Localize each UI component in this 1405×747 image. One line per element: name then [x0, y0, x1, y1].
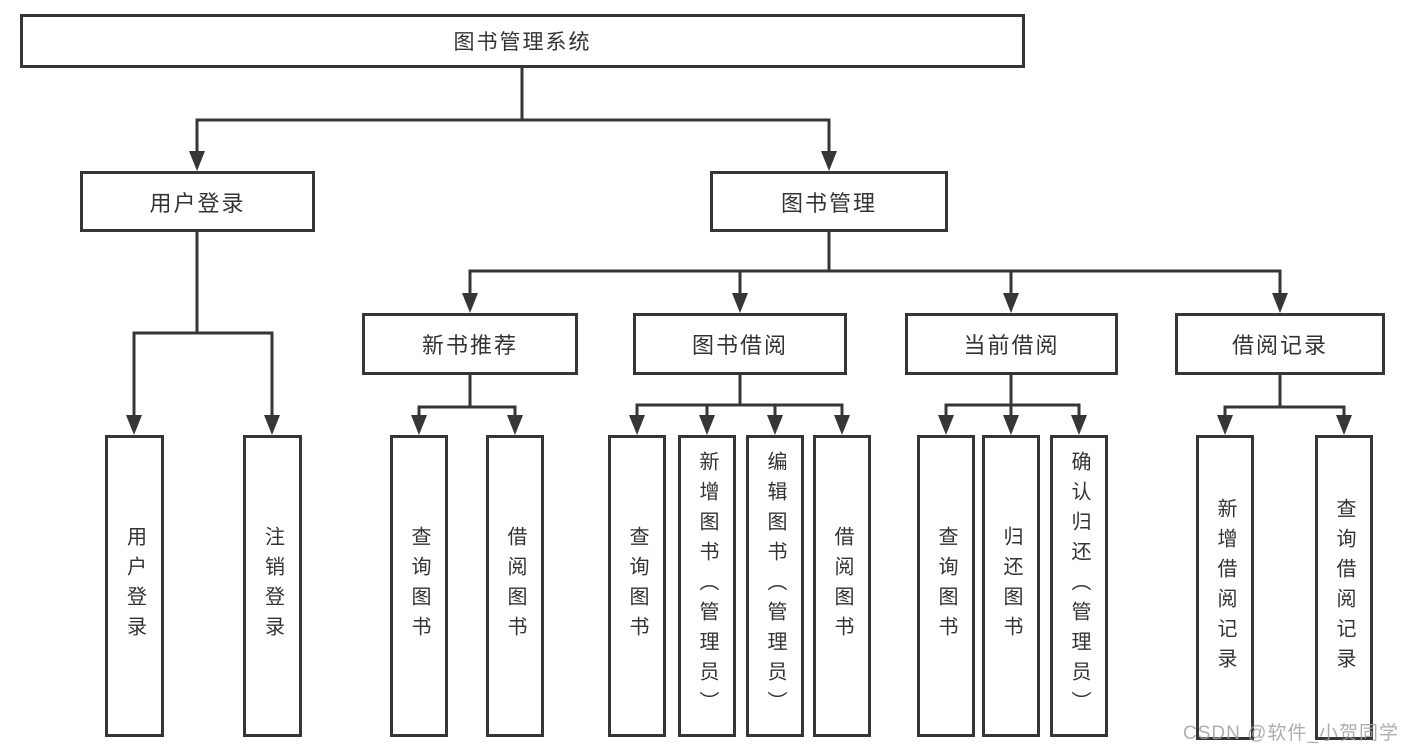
leaf-confirm-return-admin: 确认归还（管理员） [1050, 435, 1108, 737]
node-current-borrow: 当前借阅 [905, 313, 1118, 375]
node-book-borrow: 图书借阅 [633, 313, 847, 375]
leaf-label: 查询图书 [408, 526, 430, 646]
leaf-user-login: 用户登录 [105, 435, 164, 737]
node-book-management: 图书管理 [710, 171, 948, 232]
node-borrow-records: 借阅记录 [1175, 313, 1385, 375]
leaf-label: 查询借阅记录 [1333, 497, 1355, 678]
node-label: 图书借阅 [691, 333, 788, 358]
leaf-label: 借阅图书 [504, 526, 526, 646]
leaf-label: 注销登录 [261, 526, 284, 646]
leaf-query-borrow-record: 查询借阅记录 [1315, 435, 1373, 740]
leaf-query-books-borrow: 查询图书 [608, 435, 666, 737]
leaf-label: 归还图书 [1000, 526, 1022, 646]
leaf-label: 查询图书 [935, 526, 957, 646]
leaf-add-borrow-record: 新增借阅记录 [1196, 435, 1254, 740]
node-label: 借阅记录 [1231, 333, 1328, 358]
leaf-label: 确认归还（管理员） [1068, 451, 1090, 721]
leaf-label: 新增图书（管理员） [696, 451, 718, 721]
leaf-query-books-current: 查询图书 [917, 435, 975, 737]
node-label: 图书管理 [780, 190, 877, 216]
node-label: 图书管理系统 [453, 31, 592, 54]
csdn-watermark: CSDN @软件_小贺同学 [1183, 723, 1399, 744]
node-label: 用户登录 [149, 190, 246, 216]
arrowheads [126, 151, 1352, 435]
node-label: 当前借阅 [963, 333, 1060, 358]
leaf-label: 用户登录 [123, 526, 146, 646]
leaf-borrow-books: 借阅图书 [813, 435, 871, 737]
leaf-borrow-books-recommend: 借阅图书 [486, 435, 544, 737]
leaf-logout: 注销登录 [243, 435, 302, 737]
leaf-return-books: 归还图书 [982, 435, 1040, 737]
leaf-label: 查询图书 [626, 526, 648, 646]
leaf-label: 编辑图书（管理员） [764, 451, 786, 721]
leaf-label: 新增借阅记录 [1214, 497, 1236, 678]
leaf-query-books-recommend: 查询图书 [390, 435, 448, 737]
node-library-management-system: 图书管理系统 [20, 14, 1025, 68]
node-new-book-recommend: 新书推荐 [362, 313, 578, 375]
node-label: 新书推荐 [421, 333, 518, 358]
leaf-add-books-admin: 新增图书（管理员） [678, 435, 736, 737]
node-user-login-branch: 用户登录 [80, 171, 315, 232]
leaf-label: 借阅图书 [831, 526, 853, 646]
leaf-edit-books-admin: 编辑图书（管理员） [746, 435, 804, 737]
